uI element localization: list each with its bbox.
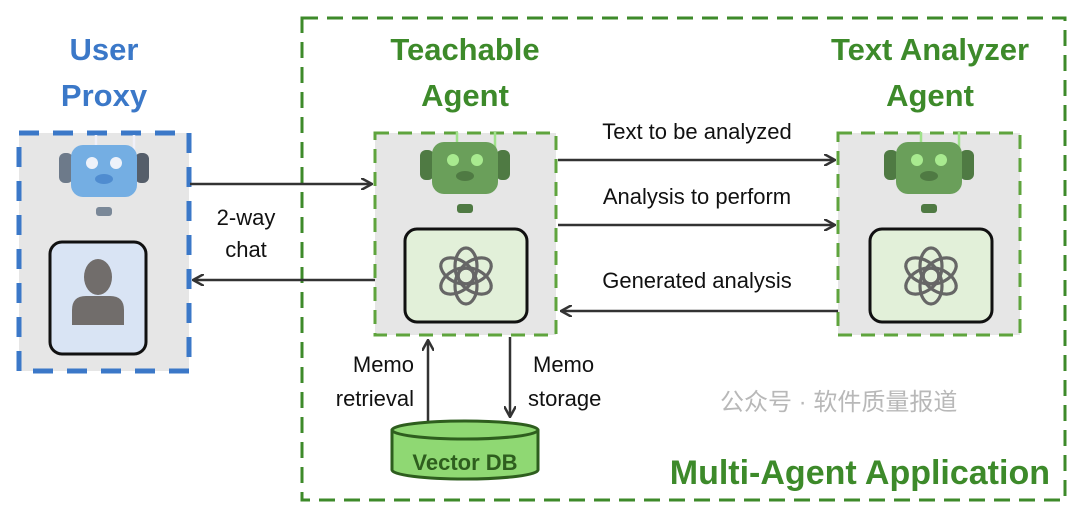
text-analyzer-title-2: Agent	[886, 78, 974, 113]
chat-label-2: chat	[225, 237, 267, 262]
text-analyzer-title: Text Analyzer	[831, 32, 1029, 67]
watermark: 公众号 · 软件质量报道	[720, 389, 957, 416]
multi-agent-application-label: Multi-Agent Application	[670, 454, 1050, 492]
robot-icon	[59, 135, 149, 216]
user-proxy-title-2: Proxy	[61, 78, 148, 113]
text-analyzer-node	[836, 130, 1022, 337]
teachable-agent-node	[373, 130, 558, 337]
text-to-analyze-label: Text to be analyzed	[602, 119, 792, 144]
teachable-agent-title: Teachable	[390, 32, 539, 67]
memo-storage-label: Memo	[533, 352, 594, 377]
vector-db-label: Vector DB	[412, 450, 517, 475]
chat-label: 2-way	[217, 205, 276, 230]
vector-db-node: Vector DB	[390, 419, 540, 481]
memo-retrieval-label: Memo	[353, 352, 414, 377]
user-proxy-node	[16, 130, 192, 374]
user-proxy-title: User	[70, 32, 139, 67]
person-icon	[72, 259, 124, 325]
multi-agent-application-container	[300, 16, 1067, 502]
memo-storage-label-2: storage	[528, 386, 601, 411]
analysis-to-perform-label: Analysis to perform	[603, 184, 791, 209]
generated-analysis-label: Generated analysis	[602, 268, 792, 293]
memo-retrieval-label-2: retrieval	[336, 386, 414, 411]
teachable-agent-title-2: Agent	[421, 78, 509, 113]
